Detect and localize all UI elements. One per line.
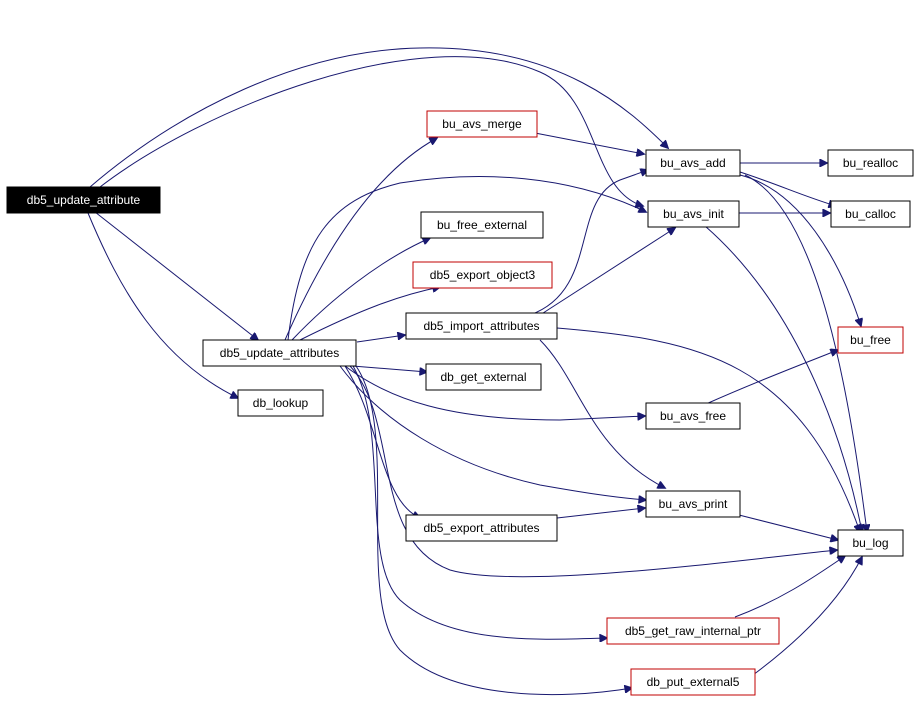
node-bu-avs-init[interactable]: bu_avs_init bbox=[647, 200, 740, 228]
node-db-put-external5[interactable]: db_put_external5 bbox=[630, 668, 756, 696]
node-label: bu_realloc bbox=[843, 156, 898, 170]
node-bu-calloc[interactable]: bu_calloc bbox=[830, 200, 911, 228]
node-label: db_get_external bbox=[440, 370, 526, 384]
node-label: bu_avs_free bbox=[660, 409, 726, 423]
edge-update-attributes-to-db5-export-attributes bbox=[344, 365, 420, 518]
nodes: db5_update_attribute db5_update_attribut… bbox=[6, 110, 914, 696]
node-label: bu_avs_add bbox=[660, 156, 725, 170]
edge-put-external5-to-bu-log bbox=[752, 557, 862, 676]
node-label: db5_get_raw_internal_ptr bbox=[625, 624, 761, 638]
node-label: bu_avs_print bbox=[659, 497, 728, 511]
node-bu-free-external[interactable]: bu_free_external bbox=[420, 211, 544, 239]
edge-update-attributes-to-bu-avs-merge bbox=[284, 138, 437, 341]
edge-bu-avs-free-to-bu-free bbox=[705, 350, 838, 405]
node-label: bu_avs_init bbox=[663, 207, 724, 221]
edge-update-attributes-to-bu-avs-print bbox=[339, 365, 646, 500]
node-db5-update-attribute[interactable]: db5_update_attribute bbox=[6, 186, 161, 214]
node-db5-update-attributes[interactable]: db5_update_attributes bbox=[202, 339, 357, 367]
node-label: db_put_external5 bbox=[647, 675, 740, 689]
node-db5-import-attributes[interactable]: db5_import_attributes bbox=[405, 312, 558, 340]
node-label: db_lookup bbox=[253, 396, 309, 410]
edge-update-attributes-to-db5-import-attributes bbox=[356, 335, 405, 343]
node-bu-free[interactable]: bu_free bbox=[837, 326, 904, 354]
edge-update-attribute-to-bu-avs-add bbox=[89, 47, 668, 188]
node-db-lookup[interactable]: db_lookup bbox=[237, 389, 324, 417]
node-label: db5_import_attributes bbox=[423, 319, 539, 333]
node-db5-get-raw-internal-ptr[interactable]: db5_get_raw_internal_ptr bbox=[606, 617, 780, 645]
node-bu-realloc[interactable]: bu_realloc bbox=[827, 149, 914, 177]
node-label: db5_update_attribute bbox=[27, 193, 141, 207]
edge-update-attributes-to-db5-export-object3 bbox=[299, 287, 440, 341]
edge-update-attributes-to-db5-get-raw-internal-ptr bbox=[352, 365, 607, 639]
node-bu-avs-print[interactable]: bu_avs_print bbox=[645, 490, 741, 518]
edge-import-attributes-to-bu-avs-print bbox=[539, 339, 665, 488]
edge-bu-avs-merge-to-bu-avs-add bbox=[534, 132, 644, 154]
edge-update-attributes-to-bu-avs-free bbox=[344, 365, 645, 421]
node-label: db5_update_attributes bbox=[220, 346, 339, 360]
edges bbox=[87, 47, 867, 696]
node-label: db5_export_object3 bbox=[430, 268, 536, 282]
node-bu-log[interactable]: bu_log bbox=[837, 529, 904, 557]
node-db-get-external[interactable]: db_get_external bbox=[425, 363, 542, 391]
node-label: bu_calloc bbox=[845, 207, 896, 221]
node-label: bu_avs_merge bbox=[442, 117, 522, 131]
edge-bu-avs-add-to-bu-calloc bbox=[739, 171, 836, 206]
edge-update-attributes-to-db-put-external5 bbox=[355, 365, 632, 696]
edge-bu-avs-print-to-bu-log bbox=[738, 514, 838, 540]
edge-import-attributes-to-bu-log bbox=[556, 327, 860, 532]
edge-update-attributes-to-bu-log bbox=[349, 365, 837, 578]
edge-import-attributes-to-bu-avs-init bbox=[539, 228, 675, 316]
edge-update-attribute-to-update-attributes bbox=[94, 211, 258, 340]
edge-import-attributes-to-bu-avs-add bbox=[529, 170, 648, 316]
edge-export-attributes-to-bu-avs-print bbox=[556, 508, 645, 519]
node-label: bu_log bbox=[852, 536, 888, 550]
edge-bu-avs-init-to-bu-log bbox=[704, 225, 862, 532]
edge-update-attributes-to-bu-free-external bbox=[291, 238, 430, 341]
edge-bu-avs-add-to-bu-log bbox=[744, 174, 867, 532]
edge-update-attribute-to-db-lookup bbox=[87, 212, 238, 398]
node-bu-avs-add[interactable]: bu_avs_add bbox=[645, 149, 741, 177]
edge-bu-avs-add-to-bu-free bbox=[739, 174, 861, 326]
node-label: bu_free bbox=[850, 333, 891, 347]
node-label: db5_export_attributes bbox=[423, 521, 539, 535]
edge-get-raw-internal-ptr-to-bu-log bbox=[734, 556, 845, 618]
node-db5-export-attributes[interactable]: db5_export_attributes bbox=[405, 514, 558, 542]
node-bu-avs-free[interactable]: bu_avs_free bbox=[645, 402, 741, 430]
edge-update-attributes-to-bu-avs-init bbox=[287, 176, 646, 341]
edge-update-attribute-to-bu-avs-init bbox=[99, 56, 643, 206]
node-db5-export-object3[interactable]: db5_export_object3 bbox=[412, 261, 553, 289]
node-bu-avs-merge[interactable]: bu_avs_merge bbox=[426, 110, 538, 138]
node-label: bu_free_external bbox=[437, 218, 527, 232]
